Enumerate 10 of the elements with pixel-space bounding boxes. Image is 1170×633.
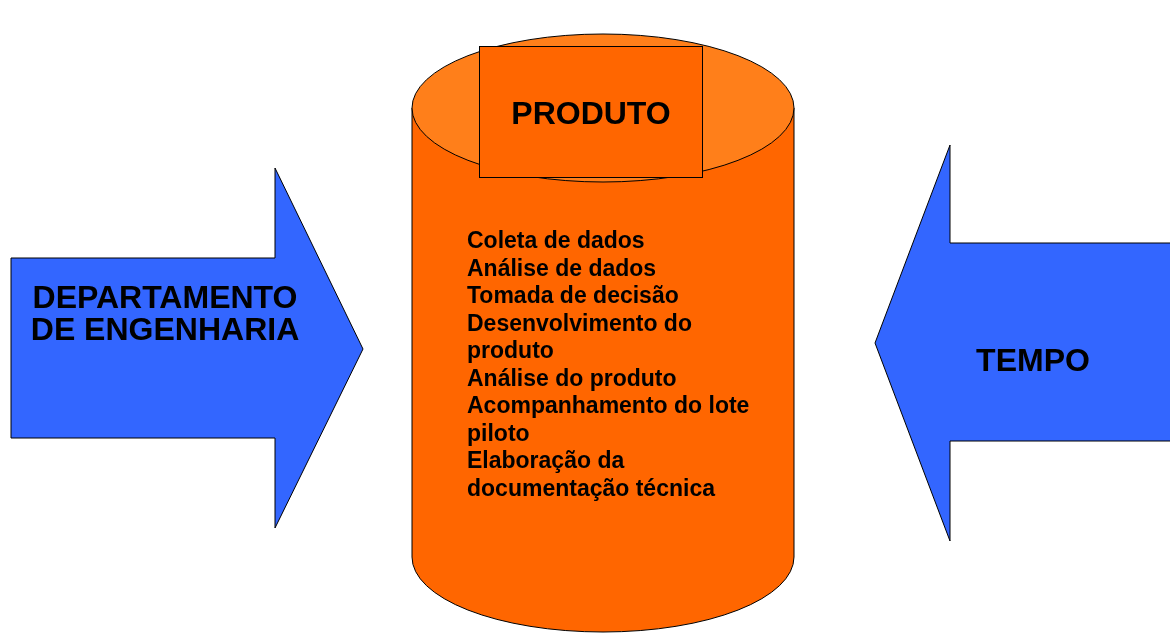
arrow-label: DEPARTAMENTO DE ENGENHARIA [29,281,301,345]
list-item: Elaboração da documentação técnica [467,447,717,502]
list-item: Acompanhamento do lote piloto [467,392,751,447]
list-item: Análise do produto [467,364,677,392]
list-item: Coleta de dados [467,227,645,255]
box-title: PRODUTO [511,96,671,130]
list-item: Desenvolvimento do produto [467,309,693,365]
list-item: Análise de dados [467,254,657,282]
arrow-label: TEMPO [976,344,1090,376]
list-item: Tomada de decisão [467,282,679,310]
